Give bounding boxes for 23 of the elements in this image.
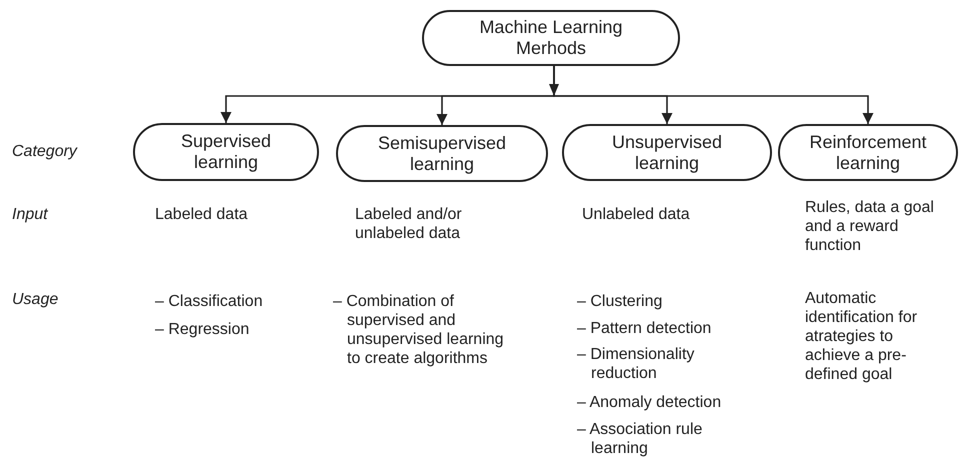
row-header: Input (12, 205, 50, 224)
list-item: – Dimensionality reduction (577, 345, 696, 383)
row-header: Category (12, 142, 78, 161)
list-item: – Association rule learning (577, 420, 704, 458)
arrow (553, 66, 874, 124)
list-item: – Combination of supervised and unsupervised learning to create algorithms (333, 292, 505, 368)
rounded-node: Unsupervised learning (562, 124, 772, 181)
cell-text: Automatic identification for atrategies to achieve a pre-defined goal (805, 289, 918, 384)
cell-text: Labeled and/or unlabeled data (355, 205, 463, 243)
arrowhead (549, 84, 559, 96)
cell-text: Labeled data (155, 205, 249, 224)
rounded-node: Machine Learning Merhods (422, 10, 680, 66)
list-item: – Anomaly detection (577, 393, 722, 412)
rounded-node: Supervised learning (133, 123, 319, 181)
list-item: – Pattern detection (577, 319, 712, 338)
list-item: – Clustering (577, 292, 664, 311)
list-item: – Regression (155, 320, 250, 339)
list-item: – Classification (155, 292, 264, 311)
cell-text: Unlabeled data (582, 205, 691, 224)
cell-text: Rules, data a goal and a reward function (805, 198, 935, 255)
rounded-node: Reinforcement learning (778, 124, 958, 181)
row-header: Usage (12, 290, 60, 309)
rounded-node: Semisupervised learning (336, 125, 548, 182)
